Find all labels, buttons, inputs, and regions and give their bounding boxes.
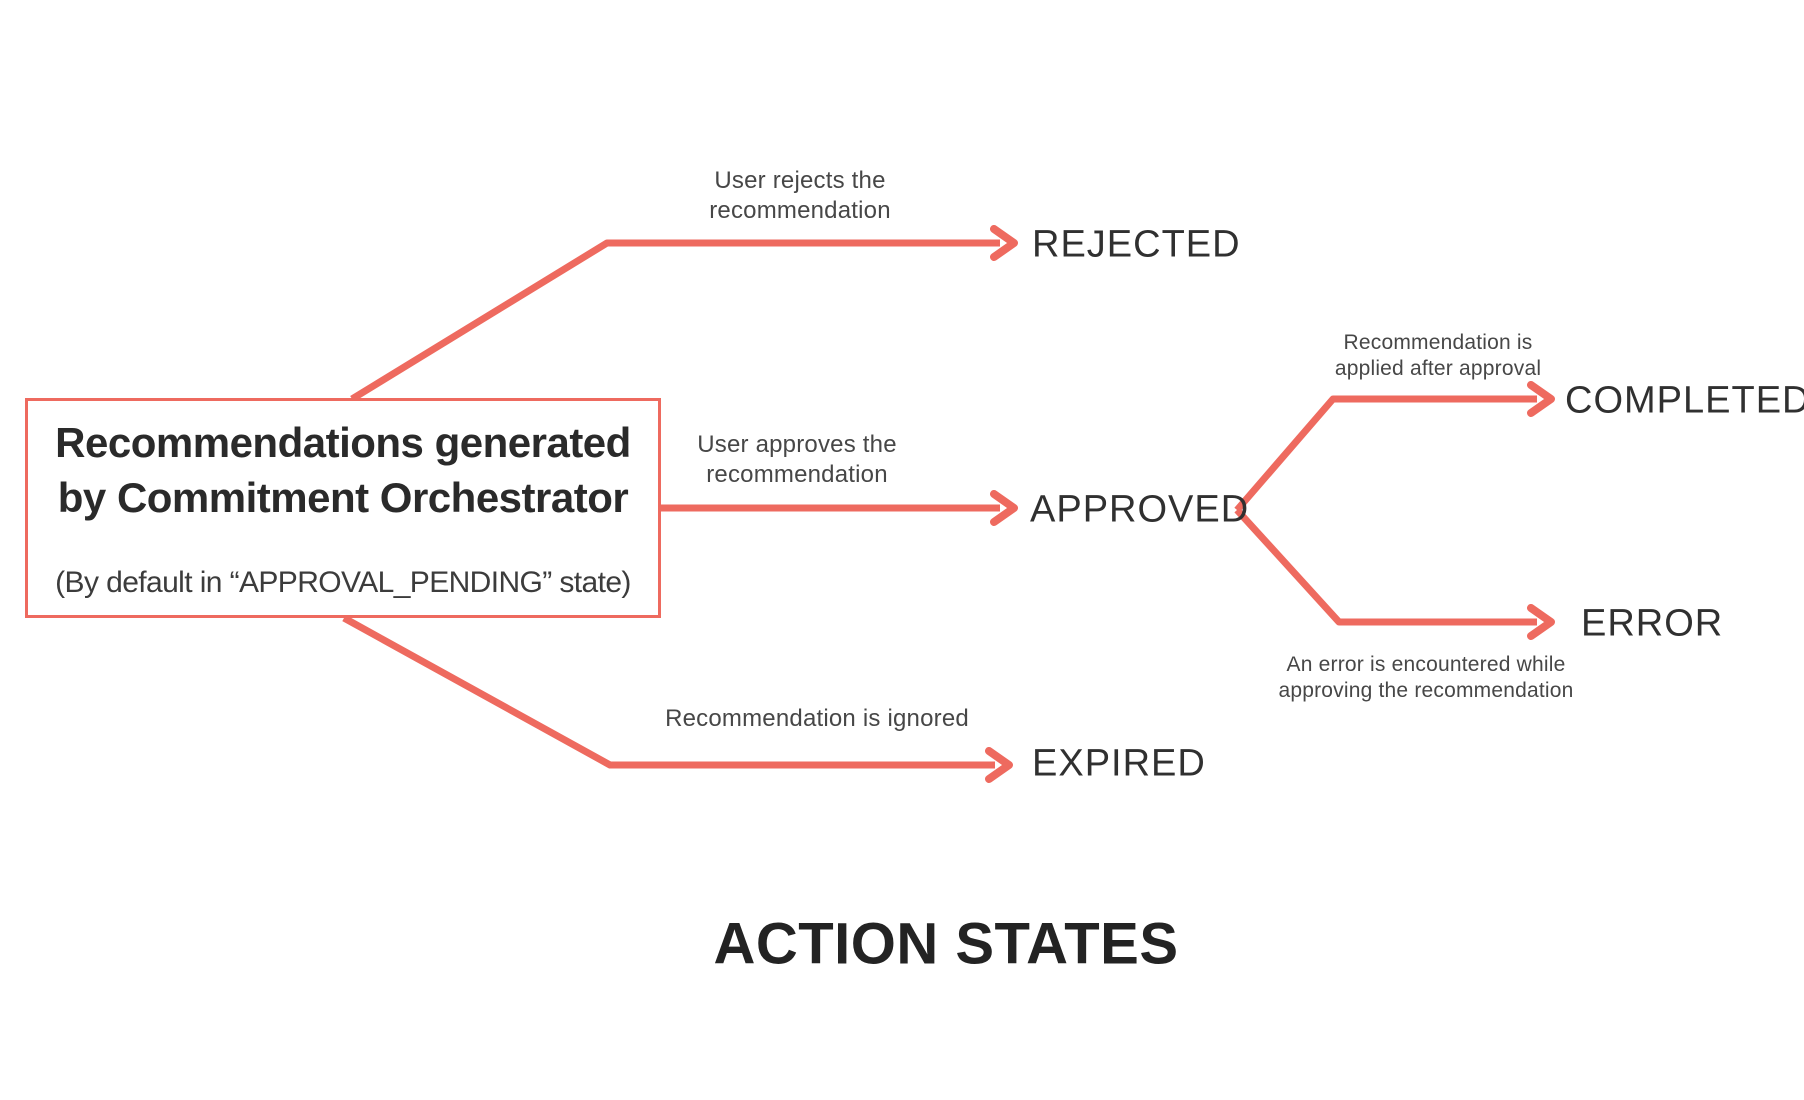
state-expired: EXPIRED [1032, 742, 1206, 785]
edge-label-approve-line2: recommendation [706, 461, 888, 488]
edge-label-complete-line1: Recommendation is [1343, 331, 1533, 354]
edge-label-expire-line1: Recommendation is ignored [665, 705, 969, 732]
edge-complete-arrow [1234, 381, 1555, 513]
edge-label-approve-line1: User approves the [697, 431, 897, 458]
state-approved: APPROVED [1030, 488, 1250, 531]
source-box-title-line2: by Commitment Orchestrator [57, 474, 629, 521]
edge-error-arrow [1234, 507, 1555, 640]
source-state-box: Recommendations generated by Commitment … [25, 398, 661, 618]
edge-expire-arrow [342, 614, 1013, 783]
state-rejected: REJECTED [1032, 223, 1241, 266]
edge-reject-arrow [350, 225, 1018, 402]
edge-label-expire: Recommendation is ignored [665, 704, 969, 734]
edge-label-reject-line1: User rejects the [714, 167, 886, 194]
edge-label-fail-line1: An error is encountered while [1286, 653, 1566, 676]
state-error: ERROR [1581, 602, 1724, 645]
edge-approve-arrow [661, 490, 1018, 526]
source-box-title-line1: Recommendations generated [55, 419, 631, 466]
source-box-subtitle: (By default in “APPROVAL_PENDING” state) [55, 566, 631, 599]
page-title: ACTION STATES [713, 911, 1179, 977]
edge-label-complete: Recommendation is applied after approval [1335, 330, 1541, 382]
source-box-title: Recommendations generated by Commitment … [55, 415, 631, 525]
edge-label-reject-line2: recommendation [709, 197, 891, 224]
state-completed: COMPLETED [1565, 379, 1804, 422]
edge-label-complete-line2: applied after approval [1334, 357, 1542, 380]
edge-label-fail: An error is encountered while approving … [1278, 652, 1573, 704]
edge-label-fail-line2: approving the recommendation [1278, 679, 1574, 702]
edge-label-reject: User rejects the recommendation [709, 166, 891, 226]
edge-label-approve: User approves the recommendation [697, 430, 897, 490]
